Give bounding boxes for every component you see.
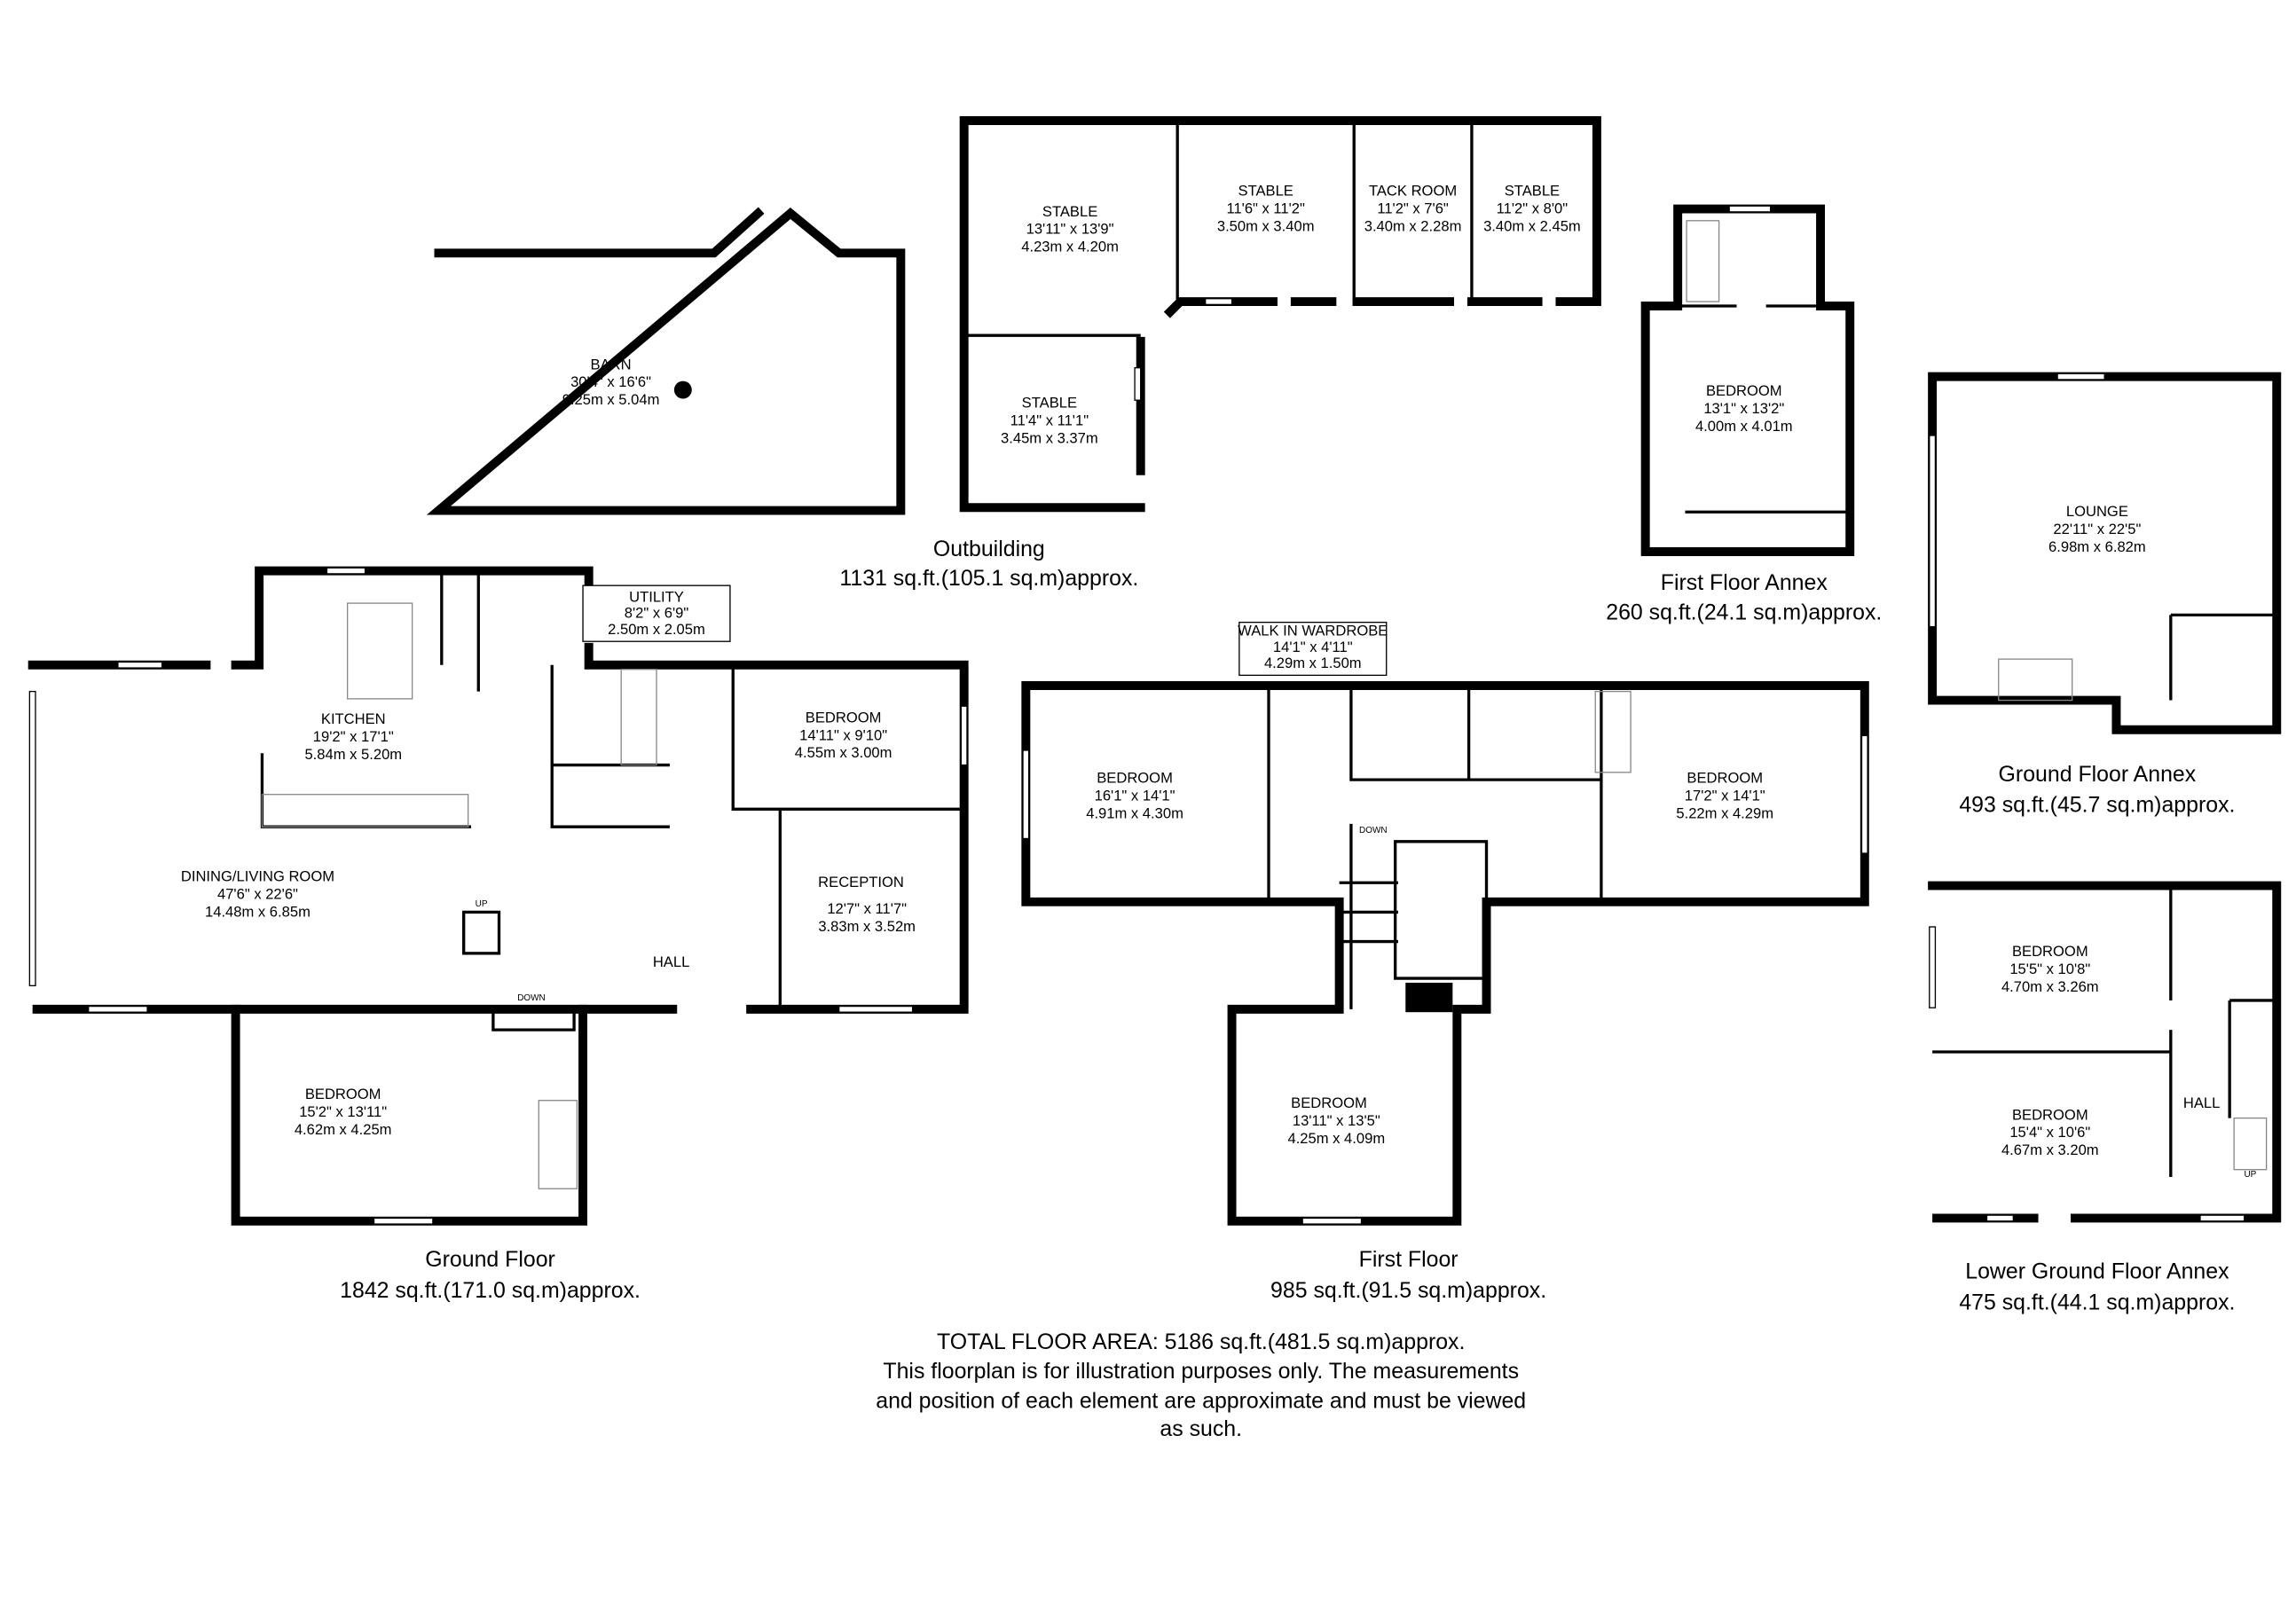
lower-ground-floor-annex-plan: BEDROOM 15'5" x 10'8" 4.70m x 3.26m BEDR…	[1928, 881, 2282, 1314]
ground-floor-plan: UTILITY 8'2" x 6'9" 2.50m x 2.05m KITCHE…	[28, 566, 969, 1303]
floor-caption: First Floor	[1359, 1247, 1459, 1272]
room-name: BEDROOM	[1706, 382, 1782, 399]
total-floor-area: TOTAL FLOOR AREA: 5186 sq.ft.(481.5 sq.m…	[937, 1330, 1465, 1354]
first-floor-annex-plan: BEDROOM 13'1" x 13'2" 4.00m x 4.01m Firs…	[1606, 204, 1882, 624]
hall-label: HALL	[653, 953, 689, 970]
stairs-down-label: DOWN	[517, 993, 545, 1003]
room-imperial: 16'1" x 14'1"	[1095, 787, 1176, 804]
stairs-up-label: UP	[2244, 1170, 2256, 1180]
room-name: STABLE	[1022, 394, 1077, 411]
room-name: BEDROOM	[1097, 769, 1173, 786]
room-metric: 4.62m x 4.25m	[295, 1121, 392, 1138]
room-metric: 4.25m x 4.09m	[1287, 1130, 1385, 1147]
room-metric: 6.98m x 6.82m	[2048, 538, 2146, 555]
room-metric: 4.55m x 3.00m	[795, 744, 892, 761]
room-imperial: 11'2" x 8'0"	[1497, 200, 1569, 217]
room-name: LOUNGE	[2066, 503, 2128, 520]
room-imperial: 15'4" x 10'6"	[2009, 1124, 2090, 1141]
room-imperial: 14'1" x 4'11"	[1273, 639, 1353, 655]
floor-area: 985 sq.ft.(91.5 sq.m)approx.	[1270, 1278, 1546, 1303]
room-imperial: 22'11" x 22'5"	[2053, 521, 2141, 537]
room-name: WALK IN WARDROBE	[1238, 623, 1388, 639]
floor-caption: Outbuilding	[933, 537, 1045, 561]
room-metric: 3.83m x 3.52m	[818, 918, 916, 935]
room-imperial: 12'7" x 11'7"	[827, 900, 907, 917]
room-name: BEDROOM	[1687, 769, 1763, 786]
room-imperial: 15'5" x 10'8"	[2009, 961, 2090, 977]
stair-void	[1405, 983, 1453, 1013]
room-imperial: 13'1" x 13'2"	[1703, 400, 1784, 417]
room-metric: 3.40m x 2.45m	[1483, 217, 1581, 234]
room-imperial: 30'4" x 16'6"	[570, 373, 651, 390]
room-imperial: 15'2" x 13'11"	[299, 1103, 387, 1120]
room-metric: 5.84m x 5.20m	[304, 746, 402, 763]
room-metric: 4.29m x 1.50m	[1264, 655, 1362, 671]
stairs-up-label: UP	[476, 899, 488, 909]
floor-area: 493 sq.ft.(45.7 sq.m)approx.	[1959, 793, 2235, 818]
stairs-down-label: DOWN	[1359, 826, 1387, 835]
room-name: BEDROOM	[2012, 1106, 2088, 1123]
room-name: STABLE	[1505, 183, 1560, 200]
disclaimer-line: This floorplan is for illustration purpo…	[883, 1359, 1519, 1384]
room-name: BEDROOM	[806, 709, 882, 726]
room-metric: 2.50m x 2.05m	[608, 621, 705, 638]
floor-caption: Ground Floor	[425, 1247, 555, 1272]
room-metric: 3.50m x 3.40m	[1217, 217, 1315, 234]
disclaimer-line: as such.	[1160, 1416, 1242, 1441]
floor-area: 260 sq.ft.(24.1 sq.m)approx.	[1606, 600, 1882, 624]
room-metric: 3.40m x 2.28m	[1364, 217, 1462, 234]
room-metric: 4.00m x 4.01m	[1695, 418, 1793, 435]
floor-area: 475 sq.ft.(44.1 sq.m)approx.	[1959, 1290, 2235, 1314]
room-metric: 9.25m x 5.04m	[562, 391, 660, 408]
room-imperial: 47'6" x 22'6"	[217, 885, 298, 902]
room-name: DINING/LIVING ROOM	[181, 868, 334, 885]
room-imperial: 11'4" x 11'1"	[1010, 412, 1089, 428]
floor-area: 1842 sq.ft.(171.0 sq.m)approx.	[340, 1278, 641, 1303]
room-imperial: 13'11" x 13'5"	[1293, 1112, 1380, 1129]
room-name: KITCHEN	[321, 710, 386, 727]
room-name: BARN	[591, 356, 632, 373]
room-metric: 3.45m x 3.37m	[1001, 429, 1098, 446]
floor-caption: First Floor Annex	[1661, 570, 1828, 595]
room-name: TACK ROOM	[1369, 183, 1457, 200]
barn-plan: BARN 30'4" x 16'6" 9.25m x 5.04m	[426, 207, 906, 515]
room-name: UTILITY	[629, 588, 684, 605]
hall-label: HALL	[2183, 1094, 2220, 1111]
room-name: BEDROOM	[2012, 943, 2088, 960]
room-imperial: 17'2" x 14'1"	[1685, 787, 1765, 804]
disclaimer-line: and position of each element are approxi…	[876, 1388, 1526, 1413]
room-imperial: 19'2" x 17'1"	[313, 728, 394, 745]
stairs-icon	[462, 910, 501, 955]
outbuilding-plan: STABLE 13'11" x 13'9" 4.23m x 4.20m STAB…	[839, 116, 1601, 591]
floor-caption: Ground Floor Annex	[1999, 762, 2197, 787]
room-imperial: 11'2" x 7'6"	[1377, 200, 1449, 217]
room-imperial: 13'11" x 13'9"	[1026, 221, 1114, 238]
room-name: STABLE	[1238, 183, 1293, 200]
room-metric: 4.70m x 3.26m	[2001, 978, 2099, 995]
room-metric: 4.23m x 4.20m	[1021, 239, 1119, 255]
floor-caption: Lower Ground Floor Annex	[1965, 1259, 2229, 1283]
post-icon	[673, 380, 692, 399]
room-imperial: 11'6" x 11'2"	[1226, 200, 1305, 217]
ground-floor-annex-plan: LOUNGE 22'11" x 22'5" 6.98m x 6.82m Grou…	[1928, 372, 2282, 818]
footer-notes: TOTAL FLOOR AREA: 5186 sq.ft.(481.5 sq.m…	[876, 1330, 1526, 1441]
room-imperial: 14'11" x 9'10"	[799, 726, 887, 743]
floor-area: 1131 sq.ft.(105.1 sq.m)approx.	[839, 566, 1138, 591]
room-name: BEDROOM	[305, 1086, 381, 1102]
room-imperial: 8'2" x 6'9"	[625, 605, 689, 622]
room-metric: 4.91m x 4.30m	[1086, 804, 1183, 821]
room-metric: 5.22m x 4.29m	[1676, 804, 1773, 821]
room-name: STABLE	[1042, 203, 1097, 220]
room-metric: 4.67m x 3.20m	[2001, 1141, 2099, 1158]
room-name: BEDROOM	[1291, 1094, 1367, 1111]
room-metric: 14.48m x 6.85m	[205, 903, 311, 920]
room-name: RECEPTION	[818, 874, 904, 890]
first-floor-plan: WALK IN WARDROBE 14'1" x 4'11" 4.29m x 1…	[1021, 621, 1869, 1303]
